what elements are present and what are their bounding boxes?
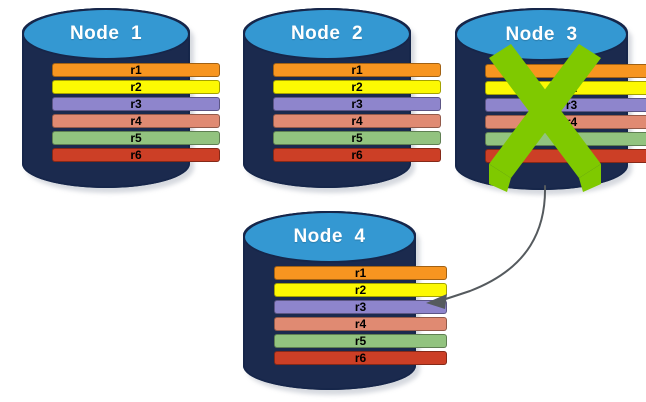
node3-rows: r1 r2 r3 r4 r5 r6 — [455, 64, 646, 163]
node1-rows: r1 r2 r3 r4 r5 r6 — [22, 63, 250, 162]
node4-row-r4[interactable]: r4 — [274, 317, 447, 331]
node1-row-r4[interactable]: r4 — [52, 114, 220, 128]
node2-row-r2[interactable]: r2 — [273, 80, 441, 94]
node4-row-r3[interactable]: r3 — [274, 300, 447, 314]
node1-row-r1[interactable]: r1 — [52, 63, 220, 77]
node4-row-r1[interactable]: r1 — [274, 266, 447, 280]
node1-top-disc: Node 1 — [22, 8, 190, 60]
node2-row-r6[interactable]: r6 — [273, 148, 441, 162]
node2-top-disc: Node 2 — [243, 8, 411, 60]
node1-row-r3[interactable]: r3 — [52, 97, 220, 111]
node3-row-r4[interactable]: r4 — [485, 115, 646, 129]
node1-row-r2[interactable]: r2 — [52, 80, 220, 94]
node2-row-r4[interactable]: r4 — [273, 114, 441, 128]
node-cylinder-node1[interactable]: Node 1 r1 r2 r3 r4 r5 r6 — [22, 8, 220, 193]
node-cylinder-node2[interactable]: Node 2 r1 r2 r3 r4 r5 r6 — [243, 8, 441, 193]
node-cylinder-node4[interactable]: Node 4 r1 r2 r3 r4 r5 r6 — [243, 211, 447, 395]
node2-row-r1[interactable]: r1 — [273, 63, 441, 77]
node3-row-r2[interactable]: r2 — [485, 81, 646, 95]
node2-row-r5[interactable]: r5 — [273, 131, 441, 145]
node4-rows: r1 r2 r3 r4 r5 r6 — [243, 266, 478, 365]
node4-row-r2[interactable]: r2 — [274, 283, 447, 297]
node3-row-r6[interactable]: r6 — [485, 149, 646, 163]
node3-label: Node 3 — [505, 23, 578, 45]
node4-top-disc: Node 4 — [243, 211, 416, 263]
node1-row-r5[interactable]: r5 — [52, 131, 220, 145]
node2-label: Node 2 — [290, 23, 364, 44]
node4-row-r5[interactable]: r5 — [274, 334, 447, 348]
node3-row-r3[interactable]: r3 — [485, 98, 646, 112]
node3-row-r5[interactable]: r5 — [485, 132, 646, 146]
node4-row-r6[interactable]: r6 — [274, 351, 447, 365]
node2-rows: r1 r2 r3 r4 r5 r6 — [243, 63, 471, 162]
node2-row-r3[interactable]: r3 — [273, 97, 441, 111]
node4-label: Node 4 — [293, 226, 366, 247]
node3-row-r1[interactable]: r1 — [485, 64, 646, 78]
node1-row-r6[interactable]: r6 — [52, 148, 220, 162]
node-cylinder-node3[interactable]: Node 3 r1 r2 r3 r4 r5 r6 — [455, 8, 646, 195]
node1-label: Node 1 — [69, 23, 143, 44]
node3-top-disc: Node 3 — [455, 8, 628, 61]
